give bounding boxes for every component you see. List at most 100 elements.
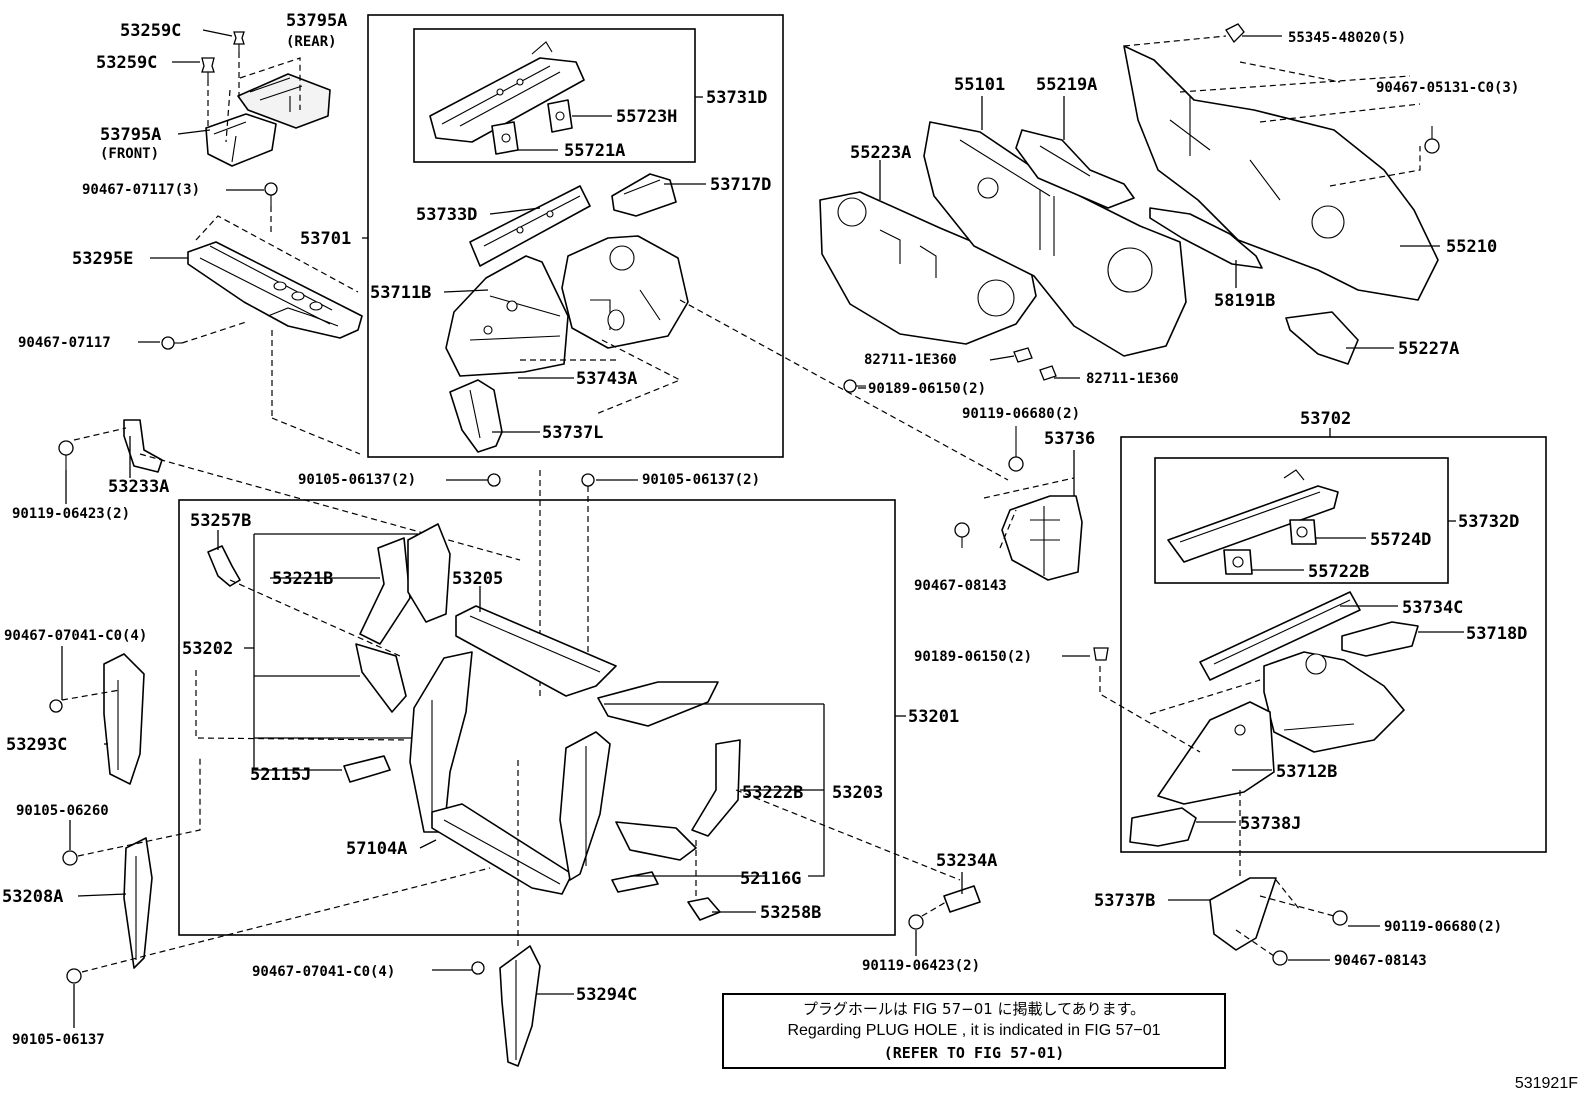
bolt-90467-08143-top: [954, 522, 970, 548]
dash-insulator-55223A: [819, 191, 1037, 345]
clip-90467-07117-bottom: [161, 336, 182, 350]
group-box-53731D: [413, 28, 696, 163]
wheel-housing-53743A: [561, 235, 689, 349]
label-53795A-rear: 53795A: [286, 11, 347, 31]
extension-53737L: [449, 379, 503, 453]
bracket-55722B: [1223, 549, 1253, 575]
label-53701: 53701: [300, 229, 351, 249]
bracket-53718D: [1341, 621, 1419, 657]
label-53732D: 53732D: [1458, 512, 1519, 532]
label-90189-06150-2-top: 90189-06150(2): [868, 381, 986, 397]
label-55345-48020-5: 55345-48020(5): [1288, 30, 1406, 46]
dash-panel-55101: [923, 121, 1187, 357]
label-90467-07041-C0-4-bottom: 90467-07041-C0(4): [252, 964, 395, 980]
dash-outer-55210: [1123, 45, 1439, 301]
label-55722B: 55722B: [1308, 562, 1369, 582]
label-53711B: 53711B: [370, 283, 431, 303]
bolt-90119-06680-top: [1008, 426, 1024, 472]
bracket-55724D: [1289, 519, 1317, 545]
bracket-53257B: [207, 545, 241, 587]
label-55721A: 55721A: [564, 141, 625, 161]
group-box-53702: [1120, 436, 1547, 853]
bolt-90467-07041-C0-bottom: [471, 961, 485, 975]
note-reference: (REFER TO FIG 57-01): [883, 1044, 1065, 1062]
clip-53259C-mid: [201, 57, 215, 80]
label-90105-06137-bottom: 90105-06137: [12, 1032, 105, 1048]
brace-53737B: [1209, 877, 1277, 951]
label-57104A: 57104A: [346, 839, 407, 859]
label-90119-06680-2-bottom: 90119-06680(2): [1384, 919, 1502, 935]
clip-55345-48020: [1225, 23, 1245, 44]
label-55210: 55210: [1446, 237, 1497, 257]
clip-53259C-top: [233, 31, 245, 52]
bracket-53234A: [943, 885, 981, 913]
seal-53294C: [499, 945, 541, 1067]
label-53294C: 53294C: [576, 985, 637, 1005]
label-55724D: 55724D: [1370, 530, 1431, 550]
part-labels: 53259C 53795A (REAR) 53259C 53795A (FRON…: [2, 11, 1527, 1048]
reinforcement-53731D: [429, 41, 585, 143]
side-support-53202: [355, 643, 407, 713]
label-53737B: 53737B: [1094, 891, 1155, 911]
bolt-90105-06137-center-left: [487, 473, 501, 487]
support-53222B: [691, 739, 741, 837]
apron-53712B: [1157, 701, 1275, 805]
bracket-53258B: [687, 897, 721, 921]
label-53734C: 53734C: [1402, 598, 1463, 618]
bolt-90467-08143-bottom: [1272, 950, 1288, 966]
label-53208A: 53208A: [2, 887, 63, 907]
label-53201: 53201: [908, 707, 959, 727]
label-55227A: 55227A: [1398, 339, 1459, 359]
label-55101: 55101: [954, 75, 1005, 95]
label-55723H: 55723H: [616, 107, 677, 127]
group-box-53701: [367, 14, 784, 458]
label-53718D: 53718D: [1466, 624, 1527, 644]
label-58191B: 58191B: [1214, 291, 1275, 311]
leader-lines: [61, 29, 1464, 1028]
cover-55227A: [1285, 311, 1359, 365]
seal-53293C: [103, 653, 145, 785]
label-82711-1E360-right: 82711-1E360: [1086, 371, 1179, 387]
support-53221B: [359, 523, 451, 645]
bolt-90467-07041-C0-left: [49, 699, 63, 713]
label-53222B: 53222B: [742, 783, 803, 803]
bracket-53717D: [611, 173, 677, 217]
label-53259C-top: 53259C: [120, 21, 181, 41]
bolt-90105-06137-center-right: [581, 473, 595, 487]
insulator-53795A-front: [205, 113, 277, 167]
bolt-90119-06423-left: [58, 440, 74, 470]
label-52115J: 52115J: [250, 765, 311, 785]
label-53233A: 53233A: [108, 477, 169, 497]
insulator-53795A-rear: [237, 73, 331, 129]
bolt-90189-06150-top: [843, 379, 866, 393]
label-55219A: 55219A: [1036, 75, 1097, 95]
label-90467-05131-C0-3: 90467-05131-C0(3): [1376, 80, 1519, 96]
label-53712B: 53712B: [1276, 762, 1337, 782]
label-53737L: 53737L: [542, 423, 603, 443]
apron-53711B: [445, 255, 569, 377]
label-53221B: 53221B: [272, 569, 333, 589]
label-53731D: 53731D: [706, 88, 767, 108]
bracket-55721A: [491, 121, 519, 155]
bolt-90119-06423-bottom: [908, 914, 924, 930]
label-90467-07117: 90467-07117: [18, 335, 111, 351]
group-box-53201: [178, 499, 896, 936]
label-53738J: 53738J: [1240, 814, 1301, 834]
label-53293C: 53293C: [6, 735, 67, 755]
label-53743A: 53743A: [576, 369, 637, 389]
label-53258B: 53258B: [760, 903, 821, 923]
extension-53733D: [469, 185, 591, 267]
bolt-90105-06137-left: [66, 968, 82, 984]
label-52116G: 52116G: [740, 869, 801, 889]
label-90467-07041-C0-4-left: 90467-07041-C0(4): [4, 628, 147, 644]
brace-53736: [1001, 495, 1083, 581]
figure-code: 531921F: [1514, 1075, 1578, 1092]
bolt-90119-06680-bottom: [1332, 910, 1348, 926]
label-82711-1E360-left: 82711-1E360: [864, 352, 957, 368]
reinforcement-53732D: [1167, 469, 1339, 563]
side-member-right: [559, 731, 611, 881]
bracket-52115J: [343, 755, 391, 783]
label-90467-07117-3: 90467-07117(3): [82, 182, 200, 198]
label-55223A: 55223A: [850, 143, 911, 163]
